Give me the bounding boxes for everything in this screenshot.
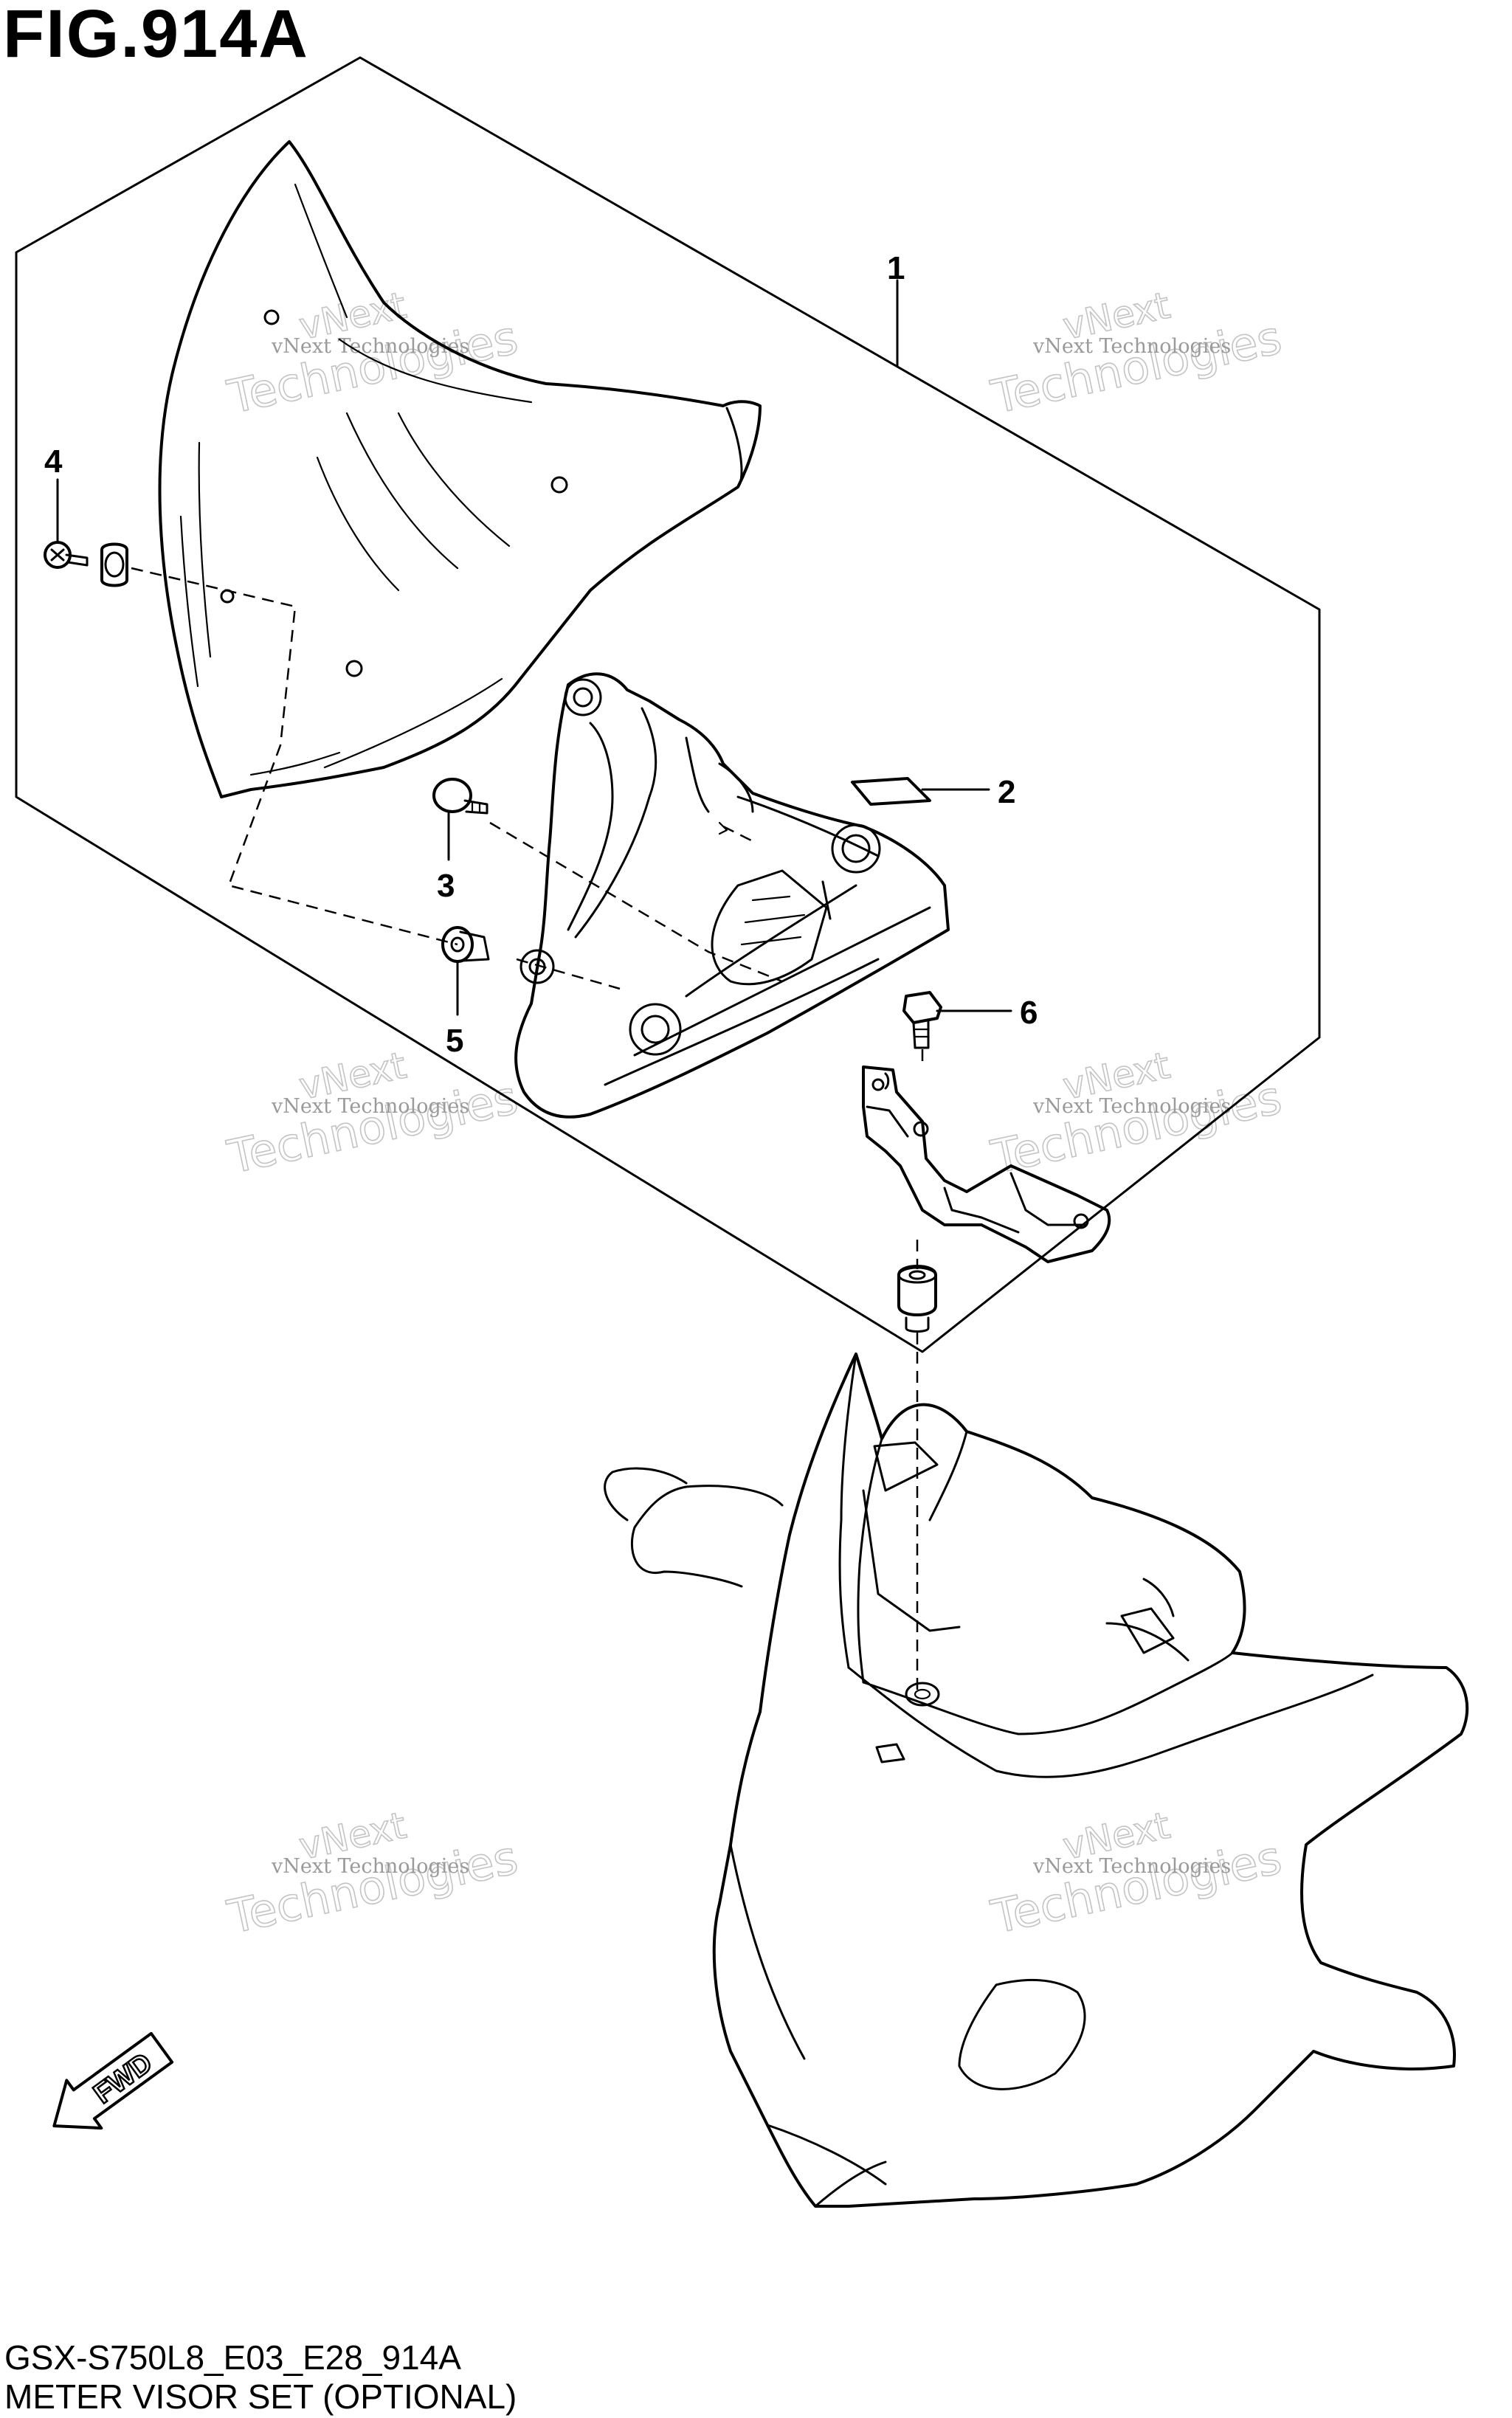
- grommet: [897, 1265, 937, 1333]
- visor-bracket: [514, 672, 950, 1119]
- watermark-bottom-right: Technologies vNext vNext Technologies: [986, 1803, 1286, 1945]
- watermark-bottom-left: Technologies vNext vNext Technologies: [222, 1803, 522, 1945]
- callout-3: 3: [437, 868, 455, 904]
- svg-text:vNext Technologies: vNext Technologies: [271, 1855, 469, 1878]
- front-cowl: [604, 1353, 1469, 2208]
- alignment-lines: [131, 567, 924, 1690]
- part-6-bolt: [902, 991, 942, 1049]
- callout-4: 4: [44, 443, 63, 480]
- part-5-collar: [441, 926, 490, 963]
- part-2-cushion: [851, 777, 931, 806]
- svg-text:vNext Technologies: vNext Technologies: [271, 335, 469, 358]
- set-boundary: [15, 56, 1321, 1353]
- watermark-top-right: Technologies vNext vNext Technologies: [986, 283, 1286, 425]
- part-4-screw-and-washer: [44, 541, 128, 587]
- svg-text:vNext Technologies: vNext Technologies: [1032, 1095, 1231, 1118]
- forward-direction-arrow: FWD: [52, 2031, 174, 2130]
- watermark-mid-left: Technologies vNext vNext Technologies: [222, 1043, 522, 1185]
- watermark-top-left: Technologies vNext vNext Technologies: [222, 283, 522, 425]
- svg-text:vNext Technologies: vNext Technologies: [1032, 335, 1231, 358]
- svg-text:vNext Technologies: vNext Technologies: [271, 1095, 469, 1118]
- svg-text:vNext Technologies: vNext Technologies: [1032, 1855, 1231, 1878]
- callout-leaders: [56, 279, 1012, 1016]
- watermark-mid-right: Technologies vNext vNext Technologies: [986, 1043, 1286, 1185]
- meter-stay-bracket: [862, 1065, 1111, 1263]
- figure-title: FIG.914A: [3, 0, 309, 72]
- windscreen-visor: [158, 140, 762, 798]
- callout-1: 1: [887, 250, 905, 286]
- callout-2: 2: [998, 774, 1015, 810]
- callout-5: 5: [446, 1023, 463, 1059]
- figure-code: GSX-S750L8_E03_E28_914A: [4, 2338, 461, 2377]
- figure-name: METER VISOR SET (OPTIONAL): [4, 2377, 517, 2416]
- part-3-screw: [432, 778, 489, 815]
- callout-6: 6: [1020, 995, 1038, 1031]
